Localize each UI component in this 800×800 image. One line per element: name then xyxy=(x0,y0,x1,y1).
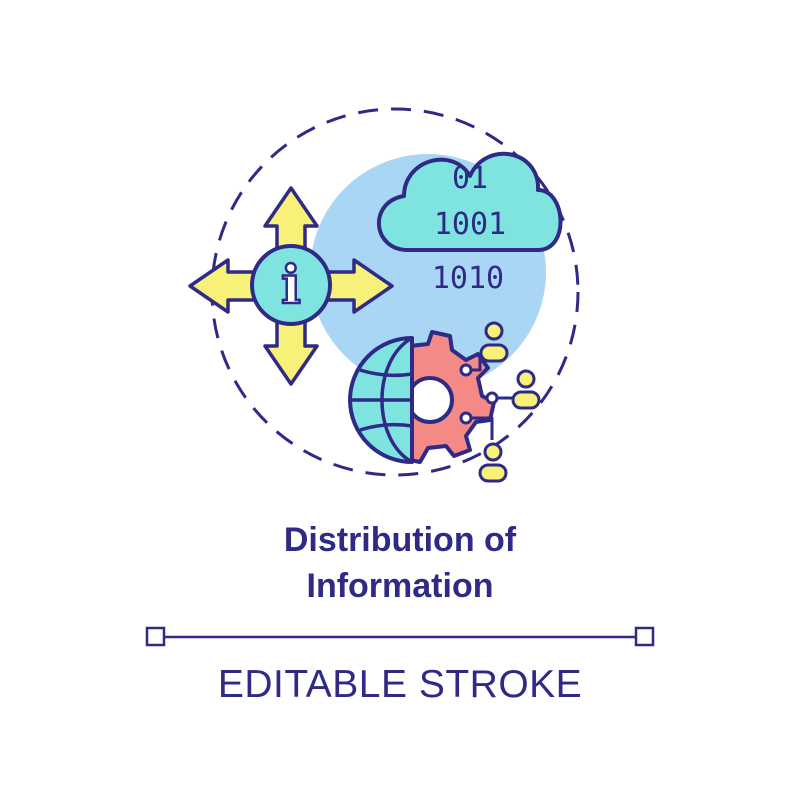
rule-handle-right xyxy=(634,626,655,647)
binary-line: 01 xyxy=(452,161,488,196)
distribution-of-information-icon: 01 1001 1010 i xyxy=(188,107,580,483)
icon-title-line-2: Information xyxy=(306,567,494,605)
arrow-down-icon xyxy=(263,316,319,386)
editable-stroke-caption: EDITABLE STROKE xyxy=(217,663,583,706)
user-node-icon xyxy=(479,321,509,363)
editable-stroke-rule xyxy=(145,626,655,647)
gear-icon xyxy=(406,330,496,464)
icon-title-line-1: Distribution of xyxy=(283,521,517,559)
rule-handle-left xyxy=(145,626,166,647)
network-links xyxy=(459,356,512,440)
binary-line: 1001 xyxy=(434,207,506,242)
user-node-icon xyxy=(478,442,508,483)
binary-line: 1010 xyxy=(432,261,504,296)
info-glyph: i xyxy=(281,255,301,316)
arrow-left-icon xyxy=(188,258,258,314)
info-icon: i xyxy=(250,244,332,326)
user-node-icon xyxy=(511,369,541,410)
cloud-icon: 01 1001 1010 xyxy=(376,151,563,296)
arrow-right-icon xyxy=(324,258,394,314)
globe-icon xyxy=(348,336,414,464)
